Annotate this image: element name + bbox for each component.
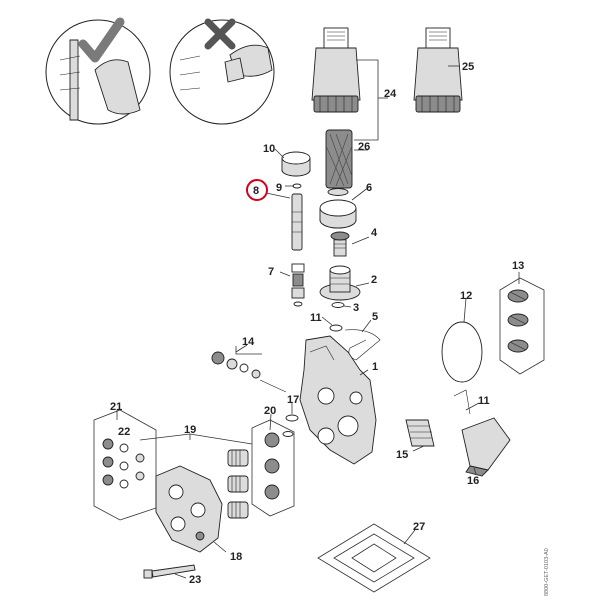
callout-25: 25	[462, 61, 474, 73]
callout-19: 19	[184, 424, 196, 436]
callout-6: 6	[366, 182, 372, 194]
part-3-oring	[331, 302, 345, 308]
part-15-valve	[405, 419, 435, 447]
part-5-gasket	[344, 329, 381, 361]
callout-4: 4	[371, 227, 378, 239]
callout-17: 17	[287, 394, 299, 406]
part-10-seal	[281, 151, 311, 177]
part-2-valve-seat	[319, 265, 361, 301]
callout-27: 27	[413, 521, 425, 533]
part-1-pump-housing	[299, 335, 377, 465]
part-25-filter-housing	[413, 27, 463, 113]
highlight-circle	[246, 179, 268, 201]
callout-3: 3	[353, 302, 359, 314]
callout-26: 26	[358, 141, 370, 153]
callout-14: 14	[242, 336, 255, 348]
callout-1: 1	[372, 361, 378, 373]
callout-2: 2	[371, 274, 377, 286]
part-16-unloader	[453, 389, 511, 477]
part-14-valve-set	[211, 346, 287, 393]
part-13-check-valves	[499, 277, 545, 375]
callout-12: 12	[460, 290, 472, 302]
part-12-oring	[441, 321, 483, 383]
callout-7: 7	[268, 266, 274, 278]
document-code: 8800-GET-0103-A0	[544, 548, 550, 596]
part-17-seal	[282, 414, 299, 437]
part-24-filter-housing	[311, 27, 361, 113]
callout-11-top: 11	[310, 312, 322, 324]
part-4-valve	[330, 231, 350, 257]
part-6-seal	[319, 188, 357, 229]
part-20-seal-set	[251, 419, 295, 517]
leader-lines	[116, 65, 520, 579]
part-21-seal-kit	[93, 409, 157, 521]
x-mark-icon	[204, 18, 236, 50]
correct-install-inset	[45, 17, 151, 125]
part-11-clip	[329, 324, 343, 332]
callout-16: 16	[467, 475, 479, 487]
callout-9: 9	[276, 182, 282, 194]
callout-23: 23	[189, 574, 201, 586]
part-18-crankcase	[155, 465, 223, 553]
callout-10: 10	[263, 143, 275, 155]
callout-22: 22	[118, 426, 130, 438]
callout-8: 8	[253, 185, 259, 197]
part-23-bolt	[143, 564, 196, 579]
callout-20: 20	[264, 405, 276, 417]
part-9-washer	[292, 183, 302, 189]
callout-21: 21	[110, 401, 122, 413]
callout-13: 13	[512, 260, 524, 272]
part-27-gasket-sheet	[317, 523, 431, 593]
part-19-pistons	[139, 433, 253, 519]
callout-24: 24	[384, 88, 397, 100]
part-8-piston	[291, 193, 303, 251]
callout-18: 18	[230, 551, 242, 563]
wrong-install-inset	[169, 18, 275, 125]
callout-15: 15	[396, 449, 408, 461]
callout-5: 5	[372, 311, 378, 323]
part-7-spring-stack	[291, 263, 305, 307]
part-26-filter-screen	[325, 129, 353, 189]
checkmark-icon	[78, 17, 125, 63]
callout-11-right: 11	[478, 395, 490, 407]
